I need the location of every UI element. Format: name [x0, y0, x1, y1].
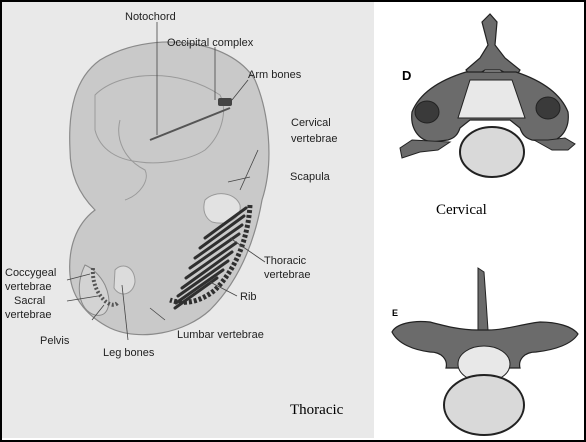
label-lumbar-vertebrae: Lumbar vertebrae [177, 329, 264, 341]
panel-letter-d: D [402, 68, 411, 83]
cervical-spinous-process [466, 14, 520, 78]
label-cervical-vertebrae: vertebrae [291, 133, 337, 145]
thoracic-caption: Thoracic [290, 402, 344, 418]
label-rib: Rib [240, 291, 257, 303]
cervical-transverse-process-left [400, 140, 450, 158]
leg-bud [114, 266, 135, 294]
thoracic-spinous-process [478, 268, 488, 332]
label-coccygeal: Coccygeal [5, 267, 56, 279]
cervical-vertebral-body [460, 127, 524, 177]
label-sacral: Sacral [14, 295, 45, 307]
label-pelvis: Pelvis [40, 335, 70, 347]
label-cervical: Cervical [291, 117, 331, 129]
label-occipital-complex: Occipital complex [167, 37, 254, 49]
label-leg-bones: Leg bones [103, 347, 155, 359]
label-arm-bones: Arm bones [248, 69, 302, 81]
cervical-transverse-foramen-right [536, 97, 560, 119]
cervical-transverse-process-right [534, 138, 575, 150]
label-thoracic: Thoracic [264, 255, 307, 267]
label-scapula: Scapula [290, 171, 331, 183]
label-sacral-vertebrae: vertebrae [5, 309, 51, 321]
label-notochord: Notochord [125, 11, 176, 23]
label-thoracic-vertebrae: vertebrae [264, 269, 310, 281]
thoracic-vertebral-body [444, 375, 524, 435]
occipital-complex [218, 98, 232, 106]
label-coccygeal-vertebrae: vertebrae [5, 281, 51, 293]
cervical-vertebra-illustration: D Cervical [400, 14, 575, 218]
arm-bud [204, 194, 240, 223]
thoracic-vertebra-illustration: E Thoracic [290, 268, 578, 435]
cervical-caption: Cervical [436, 202, 487, 218]
panel-letter-e: E [392, 308, 398, 318]
cervical-transverse-foramen-left [415, 101, 439, 123]
